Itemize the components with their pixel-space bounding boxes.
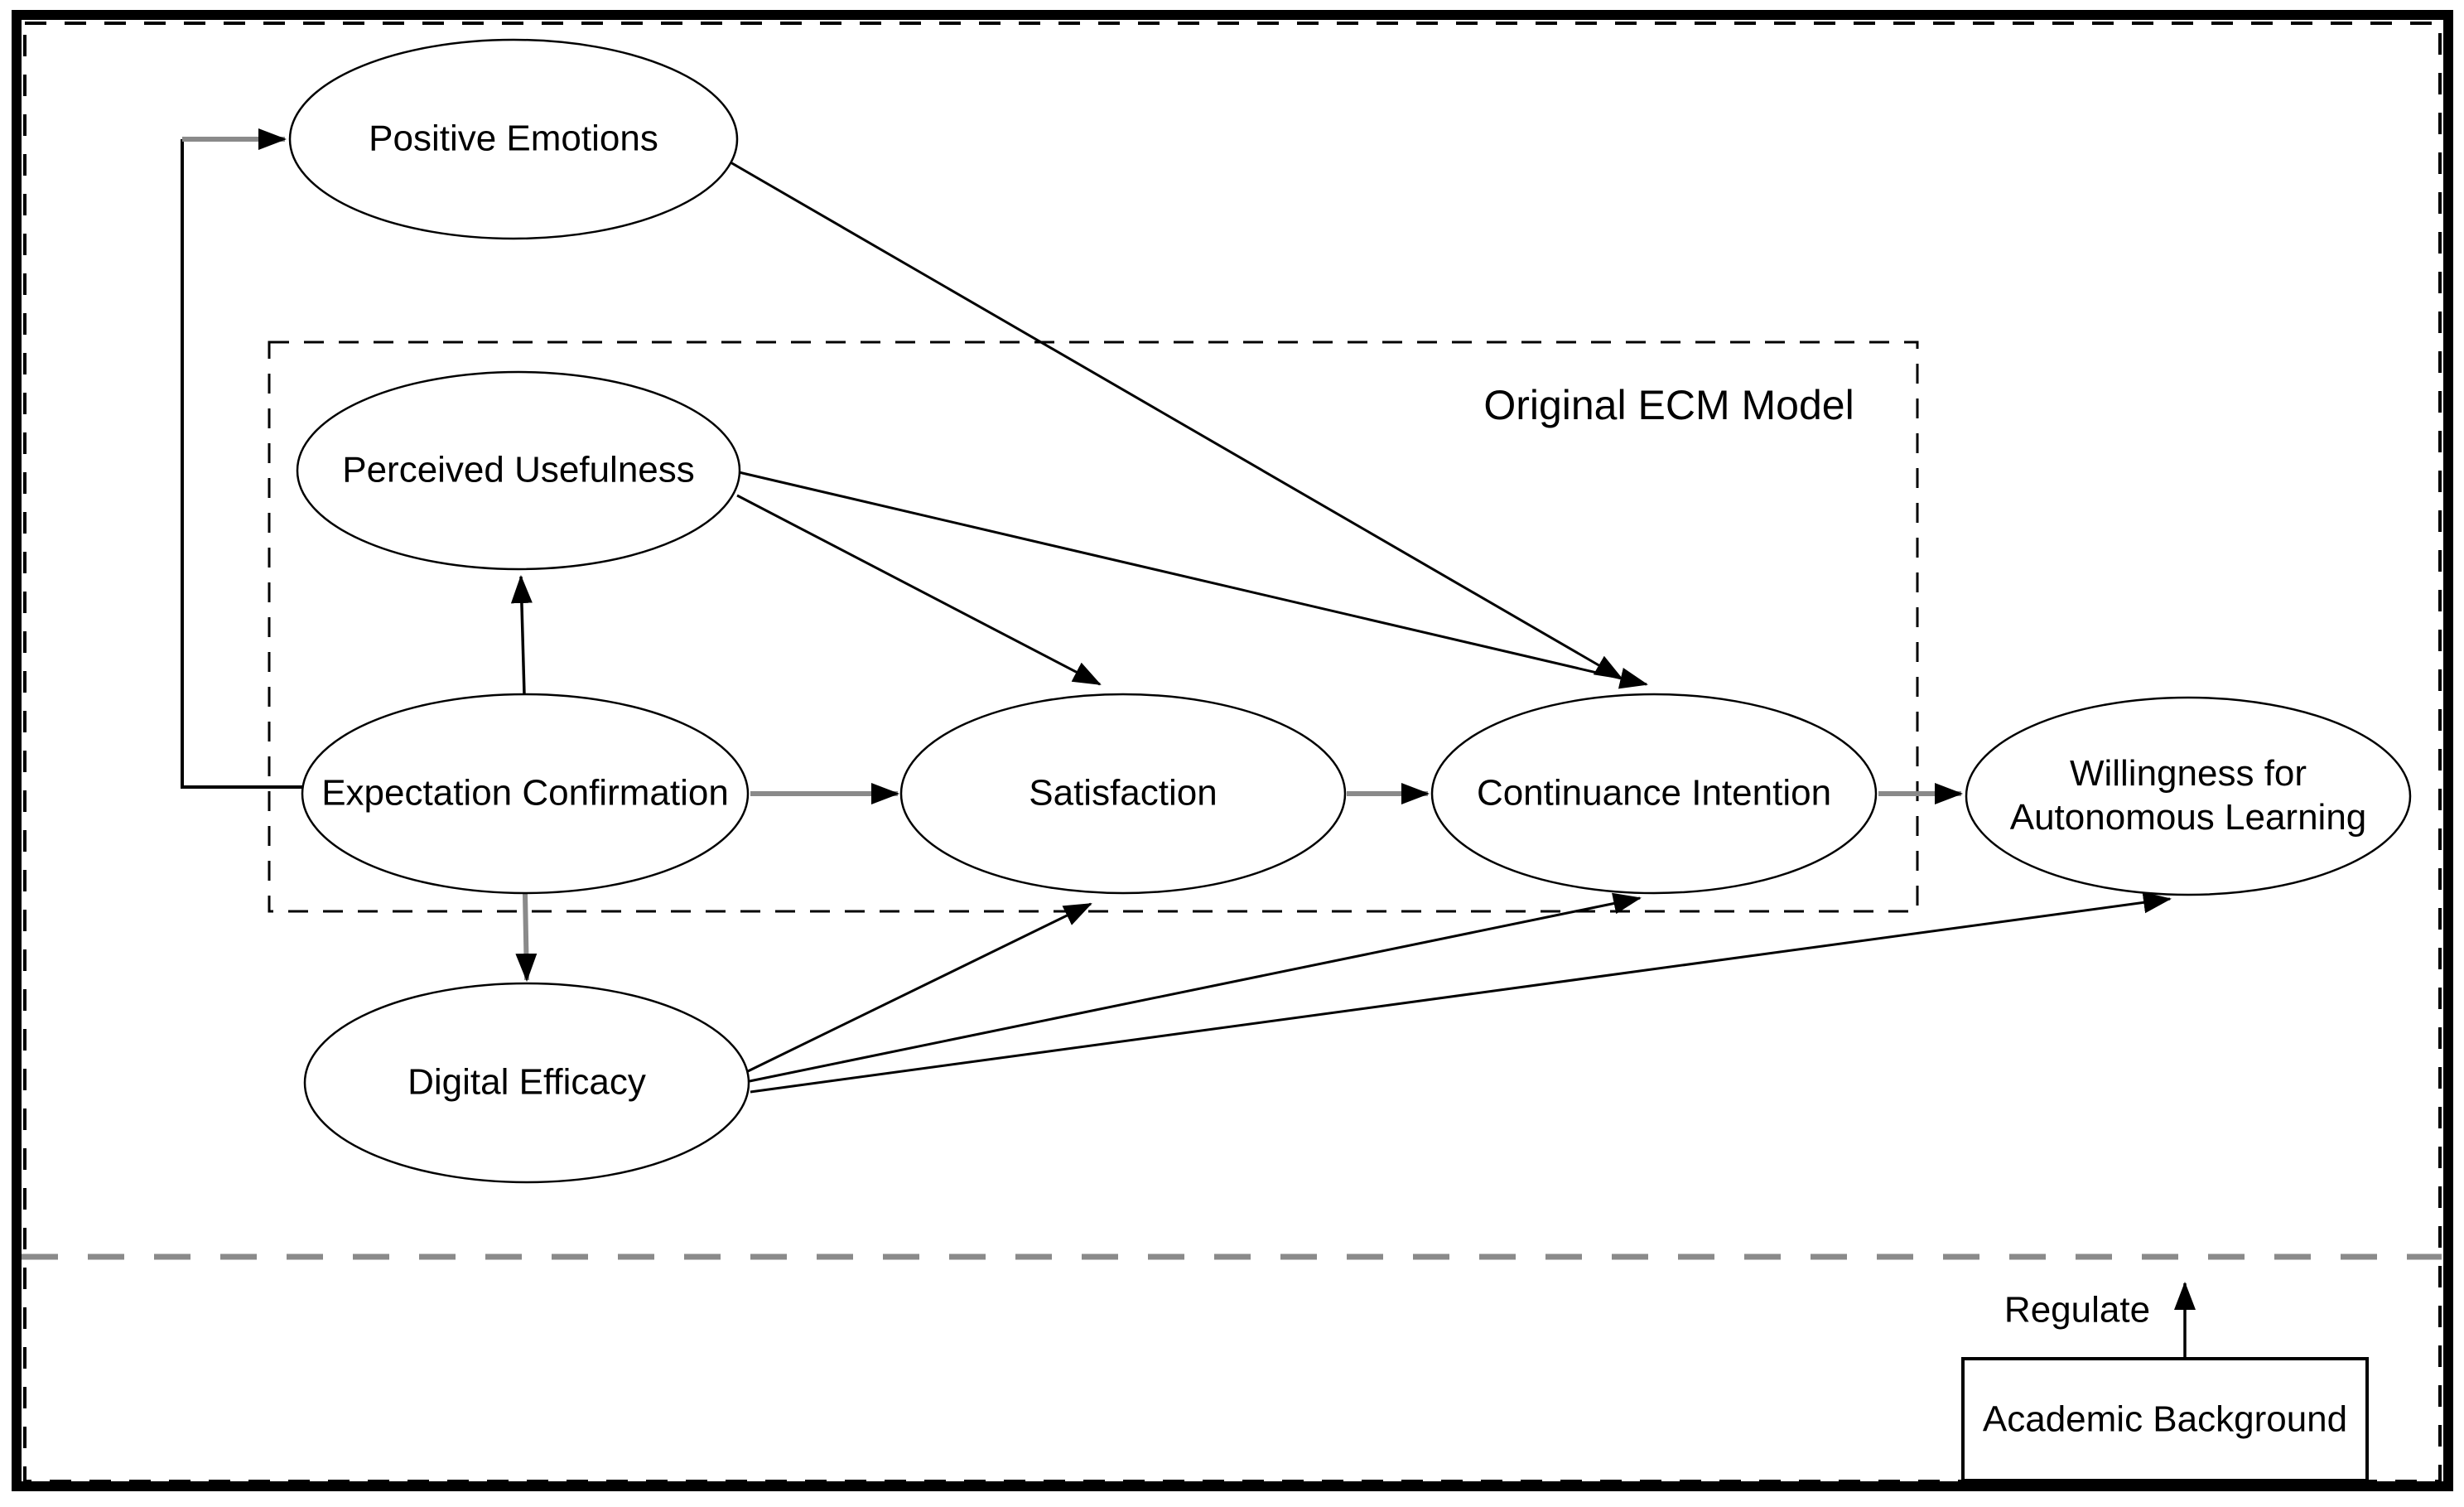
node-label-satisfaction: Satisfaction xyxy=(1029,772,1218,814)
ecm-group-box xyxy=(268,341,1919,913)
node-continuance-intention xyxy=(1430,693,1878,895)
node-academic-background xyxy=(1961,1357,2369,1482)
edge-expectation-confirmation-to-digital-efficacy xyxy=(515,893,538,982)
node-perceived-usefulness xyxy=(296,370,741,571)
node-label-positive-emotions: Positive Emotions xyxy=(369,118,658,159)
edge-perceived-usefulness-to-satisfaction xyxy=(736,494,1102,686)
edge-digital-efficacy-to-satisfaction xyxy=(747,902,1092,1073)
edge-digital-efficacy-to-willingness xyxy=(750,891,2172,1094)
outer-frame-solid-border xyxy=(12,10,2453,1491)
node-label-continuance-intention: Continuance Intention xyxy=(1476,772,1832,814)
node-label-academic-background: Academic Background xyxy=(1982,1398,2348,1440)
edge-expectation-confirmation-to-perceived-usefulness xyxy=(510,575,533,695)
node-expectation-confirmation xyxy=(301,693,750,895)
node-digital-efficacy xyxy=(303,982,750,1184)
outer-frame-dashed-border xyxy=(23,22,2442,1483)
edge-positive-emotions-to-continuance-intention xyxy=(730,161,1623,680)
regulate-edge-label: Regulate xyxy=(2004,1289,2151,1331)
node-satisfaction xyxy=(899,693,1347,895)
node-label-perceived-usefulness: Perceived Usefulness xyxy=(342,449,695,490)
node-positive-emotions xyxy=(288,38,739,240)
edge-expectation-confirmation-to-positive-emotions-elbow xyxy=(181,139,305,789)
ecm-group-title: Original ECM Model xyxy=(1483,382,1854,428)
node-label-expectation-confirmation: Expectation Confirmation xyxy=(321,772,729,814)
node-label-willingness-autonomous-learning: Willingness for Autonomous Learning xyxy=(2009,753,2367,838)
edge-digital-efficacy-to-continuance-intention xyxy=(749,892,1642,1083)
node-willingness-autonomous-learning xyxy=(1965,696,2412,896)
node-label-digital-efficacy: Digital Efficacy xyxy=(407,1061,646,1103)
edge-perceived-usefulness-to-continuance-intention xyxy=(738,471,1648,689)
